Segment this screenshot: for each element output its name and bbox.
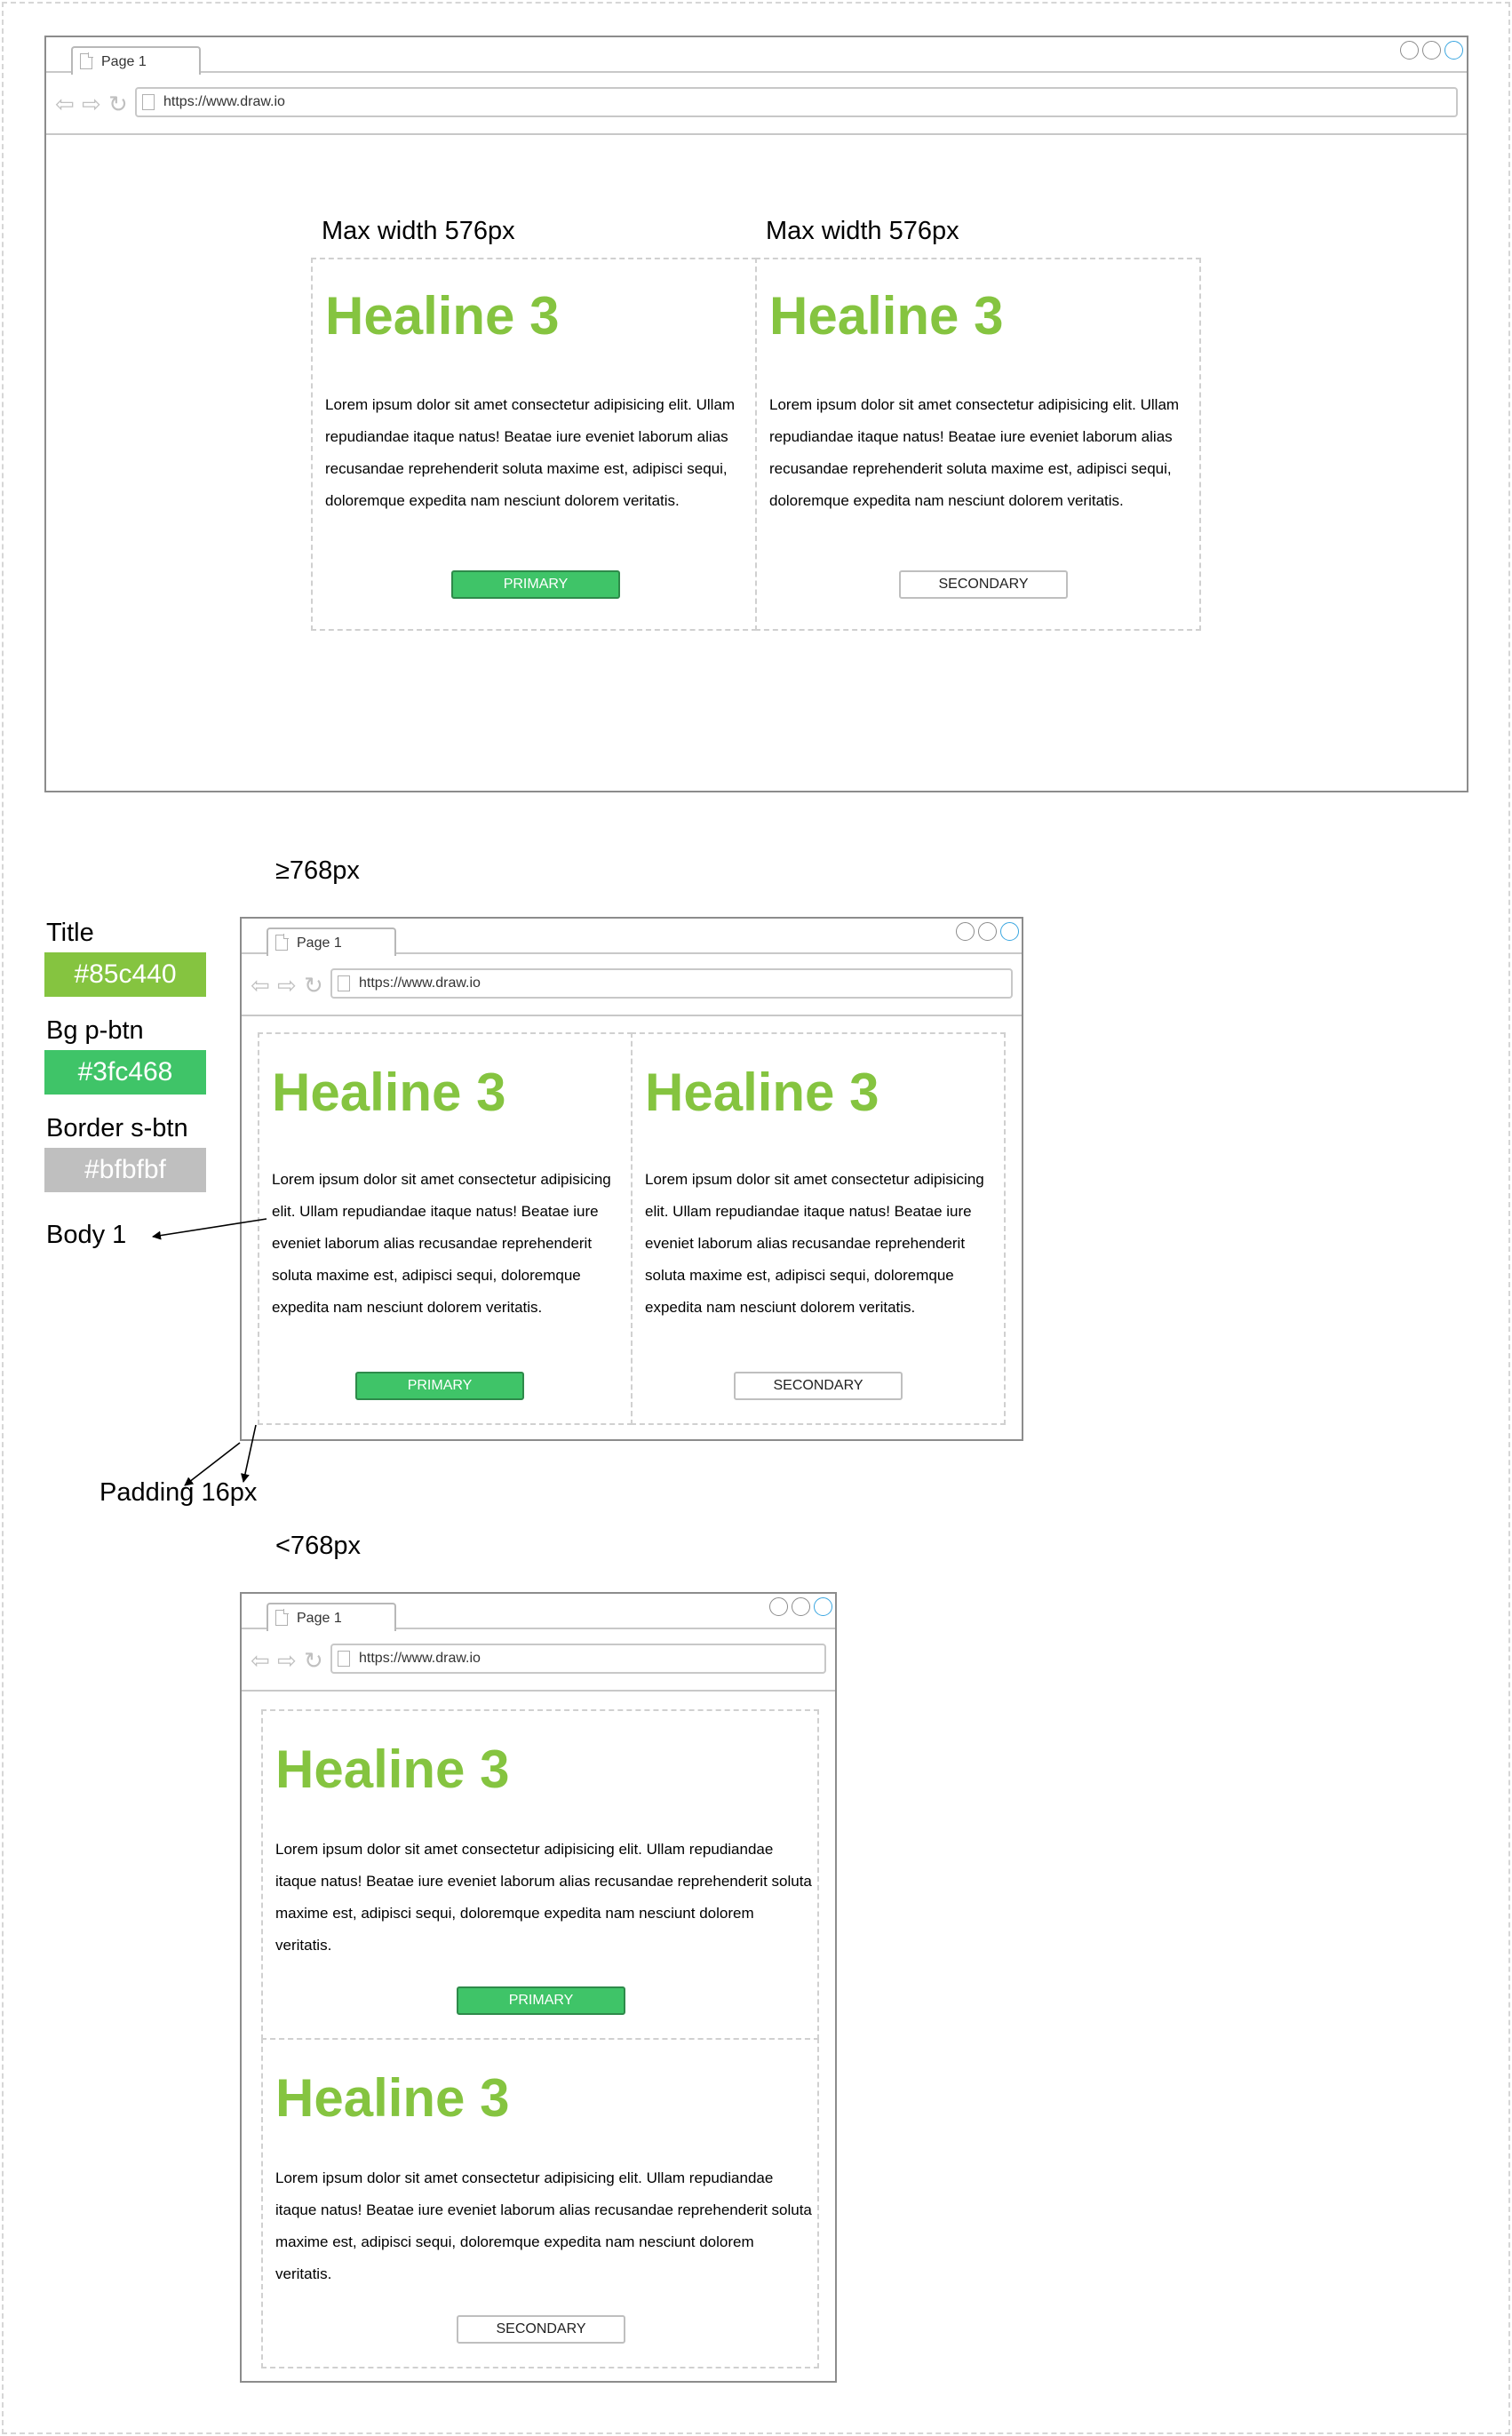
card-headline: Healine 3 xyxy=(272,1063,506,1122)
window-control-icon[interactable] xyxy=(792,1597,810,1616)
card-body: Lorem ipsum dolor sit amet consectetur a… xyxy=(275,2169,812,2282)
window-control-icon[interactable] xyxy=(1444,41,1463,60)
browser-tab[interactable]: Page 1 xyxy=(267,1603,396,1631)
card-2: Healine 3 Lorem ipsum dolor sit amet con… xyxy=(261,2038,819,2368)
back-arrow-icon[interactable]: ⇦ xyxy=(251,972,270,999)
reload-icon[interactable]: ↻ xyxy=(108,91,128,117)
breakpoint-wide-label: ≥768px xyxy=(275,856,360,885)
url-text: https://www.draw.io xyxy=(163,94,285,109)
card-headline: Healine 3 xyxy=(275,2068,510,2128)
page-icon xyxy=(338,975,350,991)
page-icon xyxy=(142,94,155,110)
card-body: Lorem ipsum dolor sit amet consectetur a… xyxy=(272,1171,611,1316)
url-text: https://www.draw.io xyxy=(359,975,481,991)
page-icon xyxy=(275,934,289,951)
forward-arrow-icon[interactable]: ⇨ xyxy=(277,1647,297,1674)
breakpoint-narrow-label: <768px xyxy=(275,1532,361,1560)
card-body: Lorem ipsum dolor sit amet consectetur a… xyxy=(275,1841,812,1954)
window-control-icon[interactable] xyxy=(1400,41,1419,60)
url-text: https://www.draw.io xyxy=(359,1651,481,1666)
reload-icon[interactable]: ↻ xyxy=(304,1647,323,1674)
card-1: Healine 3 Lorem ipsum dolor sit amet con… xyxy=(261,1709,819,2040)
bg-pbtn-color-swatch: #3fc468 xyxy=(44,1050,206,1095)
tab-label: Page 1 xyxy=(297,1611,342,1626)
tab-bar: Page 1 xyxy=(242,1594,835,1631)
max-width-label: Max width 576px xyxy=(766,217,959,245)
page-icon xyxy=(275,1609,289,1626)
browser-tab[interactable]: Page 1 xyxy=(267,927,396,956)
primary-button[interactable]: PRIMARY xyxy=(355,1372,524,1400)
forward-arrow-icon[interactable]: ⇨ xyxy=(82,91,101,117)
url-bar[interactable]: https://www.draw.io xyxy=(330,1644,826,1674)
back-arrow-icon[interactable]: ⇦ xyxy=(251,1647,270,1674)
browser-window-desktop: Page 1 ⇦ ⇨ ↻ https://www.draw.io xyxy=(44,36,1468,792)
legend-bg-pbtn-label: Bg p-btn xyxy=(46,1016,144,1045)
card-body: Lorem ipsum dolor sit amet consectetur a… xyxy=(645,1171,984,1316)
window-control-icon[interactable] xyxy=(1000,922,1019,941)
card-2: Healine 3 Lorem ipsum dolor sit amet con… xyxy=(631,1032,1006,1425)
browser-tab[interactable]: Page 1 xyxy=(71,46,201,75)
legend-border-sbtn-label: Border s-btn xyxy=(46,1114,188,1142)
tab-bar: Page 1 xyxy=(46,37,1467,75)
card-headline: Healine 3 xyxy=(325,286,560,346)
padding-label: Padding 16px xyxy=(99,1478,258,1507)
back-arrow-icon[interactable]: ⇦ xyxy=(55,91,75,117)
window-control-icon[interactable] xyxy=(814,1597,832,1616)
primary-button[interactable]: PRIMARY xyxy=(451,570,620,599)
browser-window-tablet: Page 1 ⇦ ⇨ ↻ https://www.draw.io Healine… xyxy=(240,917,1023,1441)
primary-button[interactable]: PRIMARY xyxy=(457,1986,625,2015)
window-control-icon[interactable] xyxy=(769,1597,788,1616)
tab-label: Page 1 xyxy=(101,54,147,69)
url-bar[interactable]: https://www.draw.io xyxy=(135,87,1458,117)
window-control-icon[interactable] xyxy=(1422,41,1441,60)
window-control-icon[interactable] xyxy=(956,922,975,941)
border-sbtn-color-swatch: #bfbfbf xyxy=(44,1148,206,1192)
secondary-button[interactable]: SECONDARY xyxy=(899,570,1068,599)
card-headline: Healine 3 xyxy=(645,1063,879,1122)
legend-title-label: Title xyxy=(46,919,94,947)
card-1: Healine 3 Lorem ipsum dolor sit amet con… xyxy=(258,1032,633,1425)
card-1: Healine 3 Lorem ipsum dolor sit amet con… xyxy=(311,258,757,631)
secondary-button[interactable]: SECONDARY xyxy=(457,2315,625,2344)
title-color-swatch: #85c440 xyxy=(44,952,206,997)
forward-arrow-icon[interactable]: ⇨ xyxy=(277,972,297,999)
card-2: Healine 3 Lorem ipsum dolor sit amet con… xyxy=(755,258,1201,631)
secondary-button[interactable]: SECONDARY xyxy=(734,1372,903,1400)
url-bar[interactable]: https://www.draw.io xyxy=(330,968,1013,999)
card-headline: Healine 3 xyxy=(275,1739,510,1799)
navigation-bar: ⇦ ⇨ ↻ https://www.draw.io xyxy=(46,75,1467,135)
card-body: Lorem ipsum dolor sit amet consectetur a… xyxy=(769,396,1180,509)
browser-window-mobile: Page 1 ⇦ ⇨ ↻ https://www.draw.io Healine… xyxy=(240,1592,837,2383)
navigation-bar: ⇦ ⇨ ↻ https://www.draw.io xyxy=(242,956,1022,1016)
tab-bar: Page 1 xyxy=(242,919,1022,956)
card-headline: Healine 3 xyxy=(769,286,1004,346)
navigation-bar: ⇦ ⇨ ↻ https://www.draw.io xyxy=(242,1631,835,1692)
window-control-icon[interactable] xyxy=(978,922,997,941)
reload-icon[interactable]: ↻ xyxy=(304,972,323,999)
page-icon xyxy=(80,52,93,69)
max-width-label: Max width 576px xyxy=(322,217,515,245)
legend-body-label: Body 1 xyxy=(46,1221,127,1249)
tab-label: Page 1 xyxy=(297,935,342,951)
page-icon xyxy=(338,1651,350,1667)
card-body: Lorem ipsum dolor sit amet consectetur a… xyxy=(325,396,736,509)
